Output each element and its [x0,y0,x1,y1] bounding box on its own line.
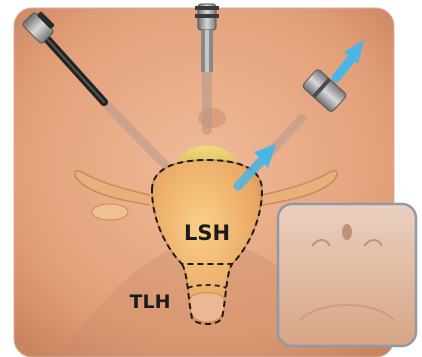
inset-abdomen-view [278,204,416,346]
left-ovary [92,204,128,220]
cervix [190,293,225,323]
lsh-label: LSH [184,221,230,245]
tlh-label: TLH [130,291,171,313]
